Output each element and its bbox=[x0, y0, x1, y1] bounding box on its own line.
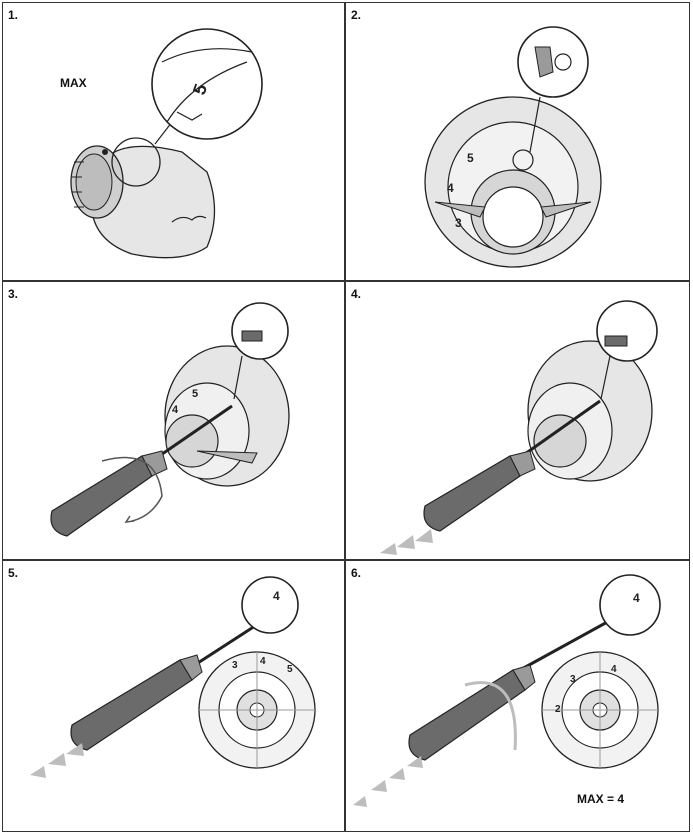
dial-number-5: 5 bbox=[192, 388, 198, 400]
step-panel-2: 2. 5 4 3 bbox=[345, 2, 690, 280]
step-panel-4: 4. bbox=[345, 281, 690, 559]
screwdriver-insert-illustration: 4 5 bbox=[50, 302, 290, 537]
screwdriver-adjust-illustration: 3 4 5 4 bbox=[30, 576, 316, 778]
step-number: 4. bbox=[351, 287, 362, 301]
dial-number-4: 4 bbox=[611, 664, 617, 675]
dial-number-3: 3 bbox=[570, 674, 576, 685]
step-panel-6: 6. MAX = 4 2 3 4 4 bbox=[345, 560, 690, 832]
max-equals-label: MAX = 4 bbox=[577, 792, 625, 806]
dial-number-5: 5 bbox=[467, 151, 474, 165]
step-panel-1: 1. MAX 5 bbox=[2, 2, 344, 280]
row-divider-1 bbox=[2, 280, 690, 282]
dial-number-2: 2 bbox=[555, 704, 561, 715]
dial-number-4: 4 bbox=[260, 656, 266, 667]
max-label: MAX bbox=[60, 76, 87, 90]
dial-number-4: 4 bbox=[447, 181, 454, 195]
row-divider-2 bbox=[2, 559, 690, 561]
dial-number-3: 3 bbox=[232, 660, 238, 671]
thermostat-head-illustration: 5 bbox=[70, 28, 263, 259]
step-number: 6. bbox=[351, 566, 362, 580]
dial-number-4: 4 bbox=[172, 404, 179, 416]
step-number: 1. bbox=[8, 8, 19, 22]
screwdriver-set-max-illustration: 2 3 4 4 bbox=[353, 574, 661, 807]
step-number: 2. bbox=[351, 8, 362, 22]
step-panel-3: 3. 4 5 bbox=[2, 281, 344, 559]
step-number: 3. bbox=[8, 287, 19, 301]
dial-number-4: 4 bbox=[273, 589, 280, 603]
thermostat-front-illustration: 5 4 3 bbox=[424, 26, 602, 268]
dial-number-4: 4 bbox=[633, 591, 640, 605]
step-number: 5. bbox=[8, 566, 19, 580]
screwdriver-push-illustration bbox=[380, 300, 658, 555]
dial-number-5: 5 bbox=[287, 664, 293, 675]
column-divider bbox=[344, 2, 346, 832]
dial-number-3: 3 bbox=[455, 216, 462, 230]
step-panel-5: 5. 3 4 5 4 bbox=[2, 560, 344, 832]
